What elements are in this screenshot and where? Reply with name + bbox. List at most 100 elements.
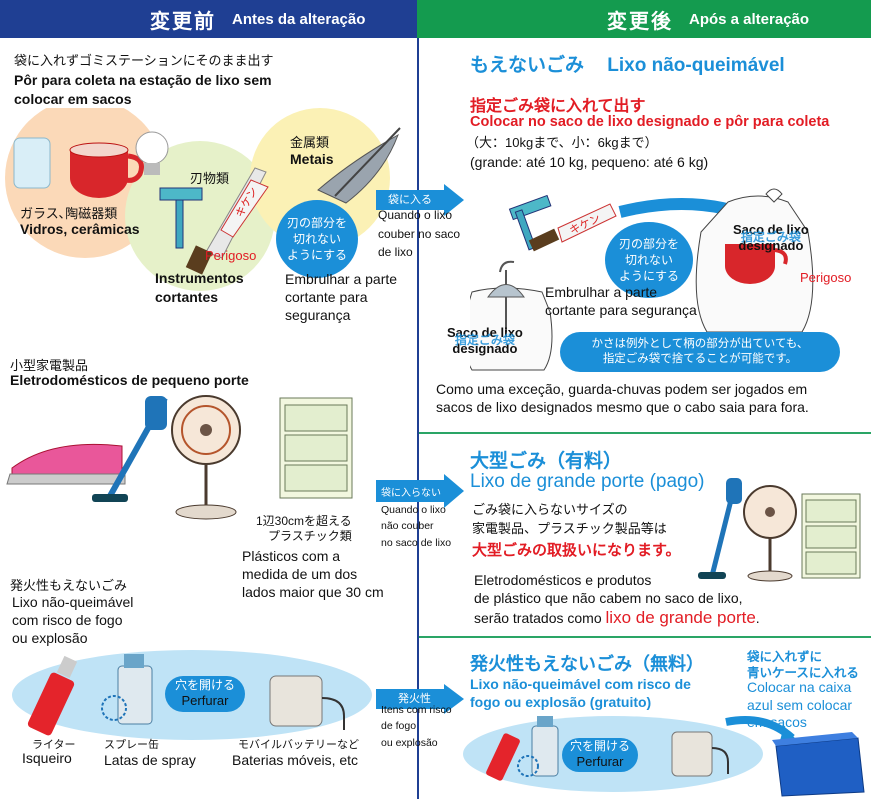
arrow-3-ja: 発火性	[398, 693, 431, 705]
appliances-pt: Eletrodomésticos de pequeno porte	[10, 372, 249, 388]
umbrella-pt-2: sacos de lixo designados mesmo que o cab…	[436, 399, 809, 415]
appliances-ja: 小型家電製品	[10, 358, 89, 373]
spray-ja: スプレー缶	[104, 739, 159, 751]
header-before: 変更前 Antes da alteração	[0, 0, 417, 38]
arrow-2-ja: 袋に入らない	[381, 488, 441, 499]
battery-pt: Baterias móveis, etc	[232, 752, 359, 768]
s1-limit-ja: （大：10kgまで、小：6kgまで）	[466, 135, 658, 150]
s1-title: もえないごみ Lixo não-queimável	[470, 50, 785, 77]
pierce-ja-left: 穴を開ける	[174, 677, 235, 692]
arrow-2-pt: Quando o lixo não couber no saco de lixo	[381, 504, 452, 549]
fire-items-illustration	[27, 654, 345, 736]
s1-title-pt: Lixo não-queimável	[607, 55, 785, 76]
s2-pt-3b: lixo de grande porte	[605, 608, 756, 627]
umbrella-bubble: かさは例外として柄の部分が出ていても、 指定ごみ袋で捨てることが可能です。	[560, 332, 840, 372]
header-before-ja: 変更前	[150, 10, 216, 33]
umbrella-pt-1: Como uma exceção, guarda-chuvas podem se…	[436, 381, 808, 397]
blades-ja: 刃物類	[190, 171, 230, 186]
blades-pt-1: Instrumentos	[155, 270, 244, 286]
pierce-pt-right: Perfurar	[576, 754, 624, 770]
s3-illustration	[486, 716, 865, 797]
box-ja-2: 青いケースに入れる	[747, 666, 859, 680]
blades-pt-2: cortantes	[155, 289, 219, 305]
divider-right-1	[419, 432, 871, 434]
battery-ja: モバイルバッテリーなど	[238, 739, 359, 751]
lighter-pt: Isqueiro	[22, 750, 72, 766]
plastics-ja-1: 1辺30cmを超える	[256, 514, 352, 528]
wrap-pt-left-1: Embrulhar a parte	[285, 271, 398, 287]
s2-pt-2: de plástico que não cabem no saco de lix…	[474, 590, 743, 606]
bag-pt-umbrella-2: designado	[452, 340, 518, 356]
box-ja-1: 袋に入れずに	[747, 650, 823, 664]
spray-pt: Latas de spray	[104, 752, 196, 768]
plastics-pt-1: Plásticos com a	[242, 548, 341, 564]
pierce-pill-left: 穴を開ける Perfurar	[165, 676, 245, 712]
left-intro-pt-1: Pôr para coleta na estação de lixo sem	[14, 72, 272, 88]
arrow-1-pt: Quando o lixo couber no saco de lixo	[378, 208, 461, 260]
s3-title-pt-2: fogo ou explosão (gratuito)	[470, 694, 652, 710]
plastics-pt-2: medida de um dos	[242, 566, 358, 582]
left-intro-pt-2: colocar em sacos	[14, 91, 132, 107]
s1-rule-ja: 指定ごみ袋に入れて出す	[470, 98, 646, 115]
plastics-pt-3: lados maior que 30 cm	[242, 584, 384, 600]
left-intro-ja: 袋に入れずゴミステーションにそのまま出す	[14, 53, 274, 68]
header-after: 変更後 Após a alteração	[417, 0, 871, 38]
fire-pt-1: Lixo não-queimável	[12, 594, 134, 610]
arrow-1	[376, 184, 464, 216]
glass-ja: ガラス､陶磁器類	[20, 206, 118, 221]
header-before-pt: Antes da alteração	[232, 10, 366, 28]
bag-label-right: Saco de lixo 指定ごみ袋 designado	[733, 222, 809, 254]
s1-rule-pt: Colocar no saco de lixo designado e pôr …	[470, 114, 830, 130]
fire-ja: 発火性もえないごみ	[10, 578, 128, 593]
danger-label-right: Perigoso	[800, 270, 852, 285]
pierce-pill-right: 穴を開ける Perfurar	[562, 738, 638, 772]
s1-limit-pt: (grande: até 10 kg, pequeno: até 6 kg)	[470, 154, 709, 170]
wrap-pt-right-1: Embrulhar a parte	[545, 284, 658, 300]
metals-ja: 金属類	[290, 135, 330, 150]
s3-title-ja: 発火性もえないごみ（無料）	[470, 654, 704, 674]
s2-ja-3: 大型ごみの取扱いになります。	[472, 542, 681, 559]
s1-illustration: キケン	[470, 188, 814, 371]
s2-pt-1: Eletrodomésticos e produtos	[474, 572, 652, 588]
lighter-ja: ライター	[32, 739, 76, 751]
fire-pt-2: com risco de fogo	[12, 612, 123, 628]
s1-title-ja: もえないごみ	[470, 55, 585, 76]
bag-pt-right-2: designado	[738, 237, 804, 253]
pierce-ja-right: 穴を開ける	[569, 738, 630, 753]
arrow-1-ja: 袋に入る	[388, 194, 432, 206]
bag-label-umbrella: Saco de lixo 指定ごみ袋 designado	[447, 325, 523, 357]
wrap-bubble-left: 刃の部分を 切れない ようにする	[276, 200, 358, 278]
box-pt-1: Colocar na caixa	[747, 679, 852, 695]
header-after-pt: Após a alteração	[689, 10, 810, 28]
pierce-pt-left: Perfurar	[181, 693, 229, 709]
wrap-pt-right-2: cortante para segurança	[545, 302, 697, 318]
wrapped-knife-left: キケン	[220, 179, 269, 238]
divider-right-2	[419, 636, 871, 638]
s2-pt-3c: .	[755, 610, 760, 626]
arrow-3	[376, 684, 464, 714]
s2-ja-1: ごみ袋に入らないサイズの	[472, 502, 628, 517]
s2-title-ja: 大型ごみ（有料）	[470, 451, 623, 472]
header-after-ja: 変更後	[607, 10, 673, 33]
metals-pt: Metais	[290, 151, 334, 167]
arrow-3-pt: Itens com risco de fogo ou explosão	[381, 704, 452, 749]
appliances-illustration	[6, 395, 353, 520]
plastics-ja-2: プラスチック類	[268, 529, 352, 543]
box-pt-2: azul sem colocar	[747, 697, 853, 713]
glass-pt: Vidros, cerâmicas	[20, 221, 140, 237]
divider-vertical	[417, 38, 419, 799]
s2-pt-3: serão tratados como lixo de grande porte…	[474, 608, 760, 628]
fire-pt-3: ou explosão	[12, 630, 88, 646]
wrap-pt-left-3: segurança	[285, 307, 351, 323]
s2-ja-2: 家電製品、プラスチック製品等は	[472, 521, 667, 536]
s2-illustration	[698, 478, 861, 582]
arrow-2	[376, 474, 464, 508]
left-items-illustration	[5, 108, 401, 291]
wrap-pt-left-2: cortante para	[285, 289, 368, 305]
danger-label-left: Perigoso	[205, 248, 257, 263]
s2-title-pt: Lixo de grande porte (pago)	[470, 471, 705, 492]
wrap-bubble-right: 刃の部分を 切れない ようにする	[605, 222, 693, 298]
s3-title-pt-1: Lixo não-queimável com risco de	[470, 676, 691, 692]
bag-ja-right: 指定ごみ袋	[740, 229, 801, 244]
bag-pt-right-1: Saco de lixo	[733, 222, 809, 237]
